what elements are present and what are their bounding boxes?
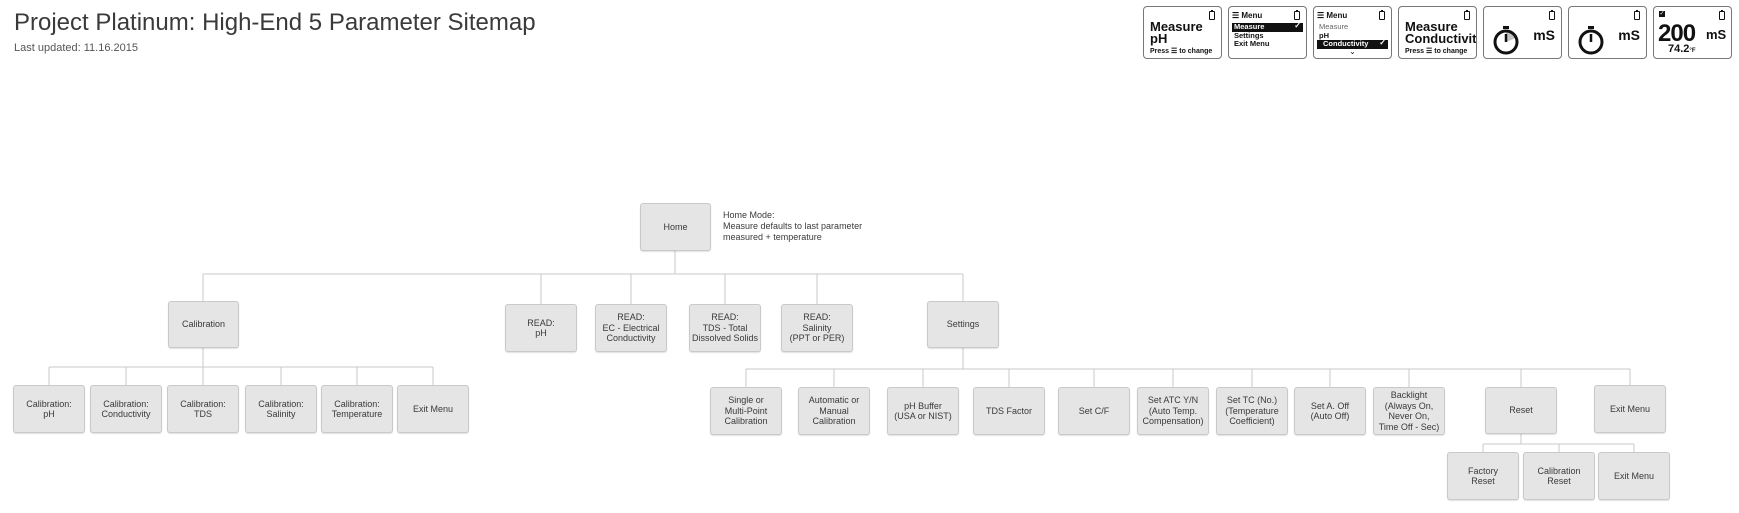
menu-item-conductivity: Conductivity	[1317, 39, 1388, 49]
node-reset: Reset	[1485, 387, 1557, 434]
screen-menu-main: ☰ Menu Measure Settings Exit Menu	[1228, 6, 1307, 59]
menu-item-measure: Measure	[1319, 22, 1349, 31]
node-set-cf: Set C/F	[1058, 387, 1130, 435]
node-home: Home	[640, 203, 711, 251]
menu-title: ☰ Menu	[1232, 11, 1263, 20]
home-mode-note: Home Mode: Measure defaults to last para…	[723, 210, 863, 242]
node-ph-buffer: pH Buffer (USA or NIST)	[887, 387, 959, 435]
battery-icon	[1549, 10, 1555, 20]
last-updated: Last updated: 11.16.2015	[14, 42, 138, 54]
screen-measure-ph: Measure pH Press ☰ to change	[1143, 6, 1222, 59]
stopwatch-icon	[1578, 26, 1604, 55]
battery-icon	[1634, 10, 1640, 20]
screen-measure-conductivity: Measure Conductivity Press ☰ to change	[1398, 6, 1477, 59]
node-read-tds: READ: TDS - Total Dissolved Solids	[689, 304, 761, 352]
node-read-ec: READ: EC - Electrical Conductivity	[595, 304, 667, 352]
node-cal-ph: Calibration: pH	[13, 385, 85, 433]
parameter-label: Conductivity	[1405, 31, 1477, 46]
temperature-value: 74.2	[1668, 43, 1690, 55]
screen-reading: ✓ 200 mS 74.2°F	[1653, 6, 1732, 59]
node-cal-temperature: Calibration: Temperature	[321, 385, 393, 433]
node-set-auto-off: Set A. Off (Auto Off)	[1294, 387, 1366, 435]
menu-item-ph: pH	[1319, 30, 1329, 40]
battery-icon	[1379, 10, 1385, 20]
node-auto-manual-calibration: Automatic or Manual Calibration	[798, 387, 870, 435]
battery-icon	[1464, 10, 1470, 20]
check-icon: ✓	[1659, 11, 1665, 17]
menu-list: Measure Settings Exit Menu	[1232, 22, 1303, 49]
node-reset-exit-menu: Exit Menu	[1598, 452, 1670, 500]
measure-label: Measure	[1405, 19, 1458, 34]
node-settings: Settings	[927, 301, 999, 348]
hint-text: Press ☰ to change	[1150, 48, 1213, 55]
screen-timer-1: mS	[1483, 6, 1562, 59]
temperature-unit: °F	[1689, 48, 1696, 54]
node-cal-salinity: Calibration: Salinity	[245, 385, 317, 433]
node-calibration-reset: Calibration Reset	[1523, 452, 1595, 500]
stopwatch-icon	[1493, 26, 1519, 55]
battery-icon	[1719, 10, 1725, 20]
unit-label: mS	[1618, 27, 1640, 43]
battery-icon	[1209, 10, 1215, 20]
screen-menu-measure: ☰ Menu Measure pH Conductivity ⌄	[1313, 6, 1392, 59]
node-set-atc: Set ATC Y/N (Auto Temp. Compensation)	[1137, 387, 1209, 435]
node-factory-reset: Factory Reset	[1447, 452, 1519, 500]
menu-item-exit: Exit Menu	[1234, 39, 1270, 48]
node-backlight: Backlight (Always On, Never On, Time Off…	[1373, 387, 1445, 435]
menu-item-settings: Settings	[1234, 30, 1264, 40]
node-single-multi-point: Single or Multi-Point Calibration	[710, 387, 782, 435]
node-tds-factor: TDS Factor	[973, 387, 1045, 435]
menu-list: Measure pH Conductivity ⌄	[1317, 22, 1388, 56]
measure-label: Measure	[1150, 19, 1203, 34]
parameter-label: pH	[1150, 31, 1168, 46]
node-read-salinity: READ: Salinity (PPT or PER)	[781, 304, 853, 352]
node-cal-exit-menu: Exit Menu	[397, 385, 469, 433]
node-cal-tds: Calibration: TDS	[167, 385, 239, 433]
node-cal-conductivity: Calibration: Conductivity	[90, 385, 162, 433]
node-calibration: Calibration	[168, 301, 239, 348]
temperature-reading: 74.2°F	[1668, 43, 1696, 55]
reading-unit: mS	[1706, 27, 1727, 42]
node-read-ph: READ: pH	[505, 304, 577, 352]
menu-item-measure: Measure	[1232, 22, 1303, 32]
menu-title: ☰ Menu	[1317, 11, 1348, 20]
screen-timer-2: mS	[1568, 6, 1647, 59]
hint-text: Press ☰ to change	[1405, 48, 1468, 55]
reading-value: 200	[1658, 20, 1696, 47]
battery-icon	[1294, 10, 1300, 20]
node-settings-exit-menu: Exit Menu	[1594, 385, 1666, 433]
node-set-tc: Set TC (No.) (Temperature Coefficient)	[1216, 387, 1288, 435]
unit-label: mS	[1533, 27, 1555, 43]
page-title: Project Platinum: High-End 5 Parameter S…	[14, 9, 536, 36]
chevron-down-icon: ⌄	[1349, 46, 1356, 56]
